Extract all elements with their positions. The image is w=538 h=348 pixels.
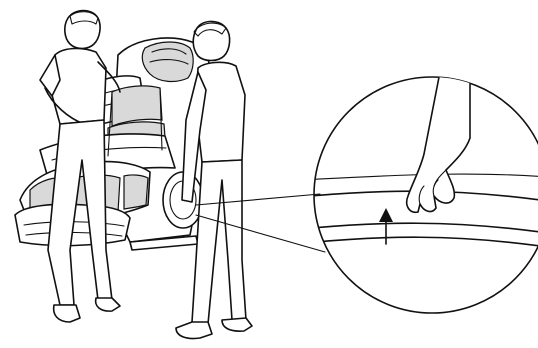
detail-magnifier <box>300 70 538 313</box>
massage-chair <box>15 38 210 250</box>
